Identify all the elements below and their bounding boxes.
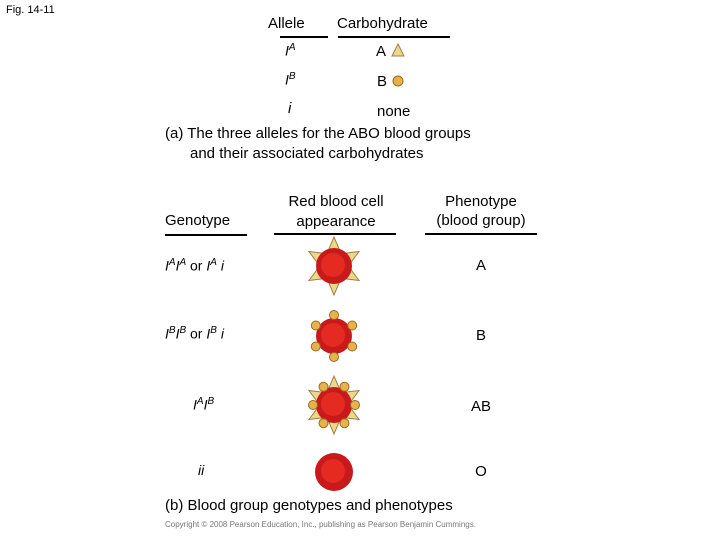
phenotype-header: Phenotype (blood group) bbox=[425, 192, 537, 230]
carbohydrate-a: A bbox=[376, 43, 387, 60]
cell-center bbox=[321, 253, 345, 277]
phenotype-header-underline bbox=[425, 233, 537, 235]
genotype-row-b: IBIB or IB i bbox=[165, 325, 224, 342]
phenotype-o: O bbox=[475, 463, 487, 480]
genotype-row-ab: IAIB bbox=[193, 396, 215, 413]
genotype-header: Genotype bbox=[165, 212, 231, 229]
caption-b: (b) Blood group genotypes and phenotypes bbox=[165, 497, 453, 514]
circle-icon bbox=[392, 75, 404, 87]
circle-antigen bbox=[339, 381, 350, 392]
caption-a-line1: (a) The three alleles for the ABO blood … bbox=[165, 125, 471, 142]
triangle-antigen bbox=[327, 235, 341, 251]
appearance-header-line1: Red blood cell bbox=[288, 193, 384, 210]
appearance-header-underline bbox=[274, 233, 396, 235]
triangle-antigen bbox=[327, 420, 341, 436]
red-cell-type-b bbox=[310, 310, 358, 362]
caption-a-line2: and their associated carbohydrates bbox=[190, 145, 424, 162]
circle-antigen bbox=[310, 341, 321, 352]
genotype-header-underline bbox=[165, 234, 247, 236]
phenotype-a: A bbox=[475, 257, 486, 274]
triangle-antigen bbox=[327, 281, 341, 297]
carbohydrate-header-underline bbox=[338, 36, 450, 38]
figure-label: Fig. 14-11 bbox=[6, 4, 55, 16]
cell-center bbox=[321, 459, 345, 483]
allele-ia: IA bbox=[285, 42, 296, 59]
circle-antigen bbox=[339, 418, 350, 429]
circle-antigen bbox=[347, 320, 358, 331]
circle-antigen bbox=[347, 341, 358, 352]
circle-antigen bbox=[310, 320, 321, 331]
triangle-antigen bbox=[327, 374, 341, 390]
allele-header-underline bbox=[280, 36, 328, 38]
phenotype-header-line2: (blood group) bbox=[436, 212, 526, 229]
cell-center bbox=[321, 392, 345, 416]
carbohydrate-b: B bbox=[377, 73, 388, 90]
appearance-header-line2: appearance bbox=[296, 213, 376, 230]
genotype-row-a: IAIA or IA i bbox=[165, 257, 224, 274]
appearance-header: Red blood cell appearance bbox=[274, 192, 398, 232]
copyright-notice: Copyright © 2008 Pearson Education, Inc.… bbox=[165, 520, 476, 529]
phenotype-b: B bbox=[475, 327, 486, 344]
red-cell-type-a bbox=[307, 235, 361, 297]
circle-antigen bbox=[318, 418, 329, 429]
phenotype-ab: AB bbox=[470, 398, 491, 415]
carbohydrate-none: none bbox=[377, 103, 411, 120]
triangle-icon bbox=[391, 42, 405, 57]
circle-antigen bbox=[308, 400, 318, 410]
cell-center bbox=[321, 323, 345, 347]
circle-antigen bbox=[329, 352, 339, 362]
allele-i: i bbox=[288, 100, 292, 117]
red-cell-type-o bbox=[315, 453, 353, 491]
carbohydrate-header: Carbohydrate bbox=[337, 15, 428, 32]
circle-antigen bbox=[329, 310, 339, 320]
circle-antigen bbox=[318, 381, 329, 392]
allele-header: Allele bbox=[268, 15, 305, 32]
genotype-row-o: ii bbox=[198, 462, 205, 478]
allele-ib: IB bbox=[285, 71, 296, 88]
phenotype-header-line1: Phenotype bbox=[445, 193, 517, 210]
red-cell-type-ab bbox=[307, 374, 361, 436]
circle-antigen bbox=[350, 400, 360, 410]
